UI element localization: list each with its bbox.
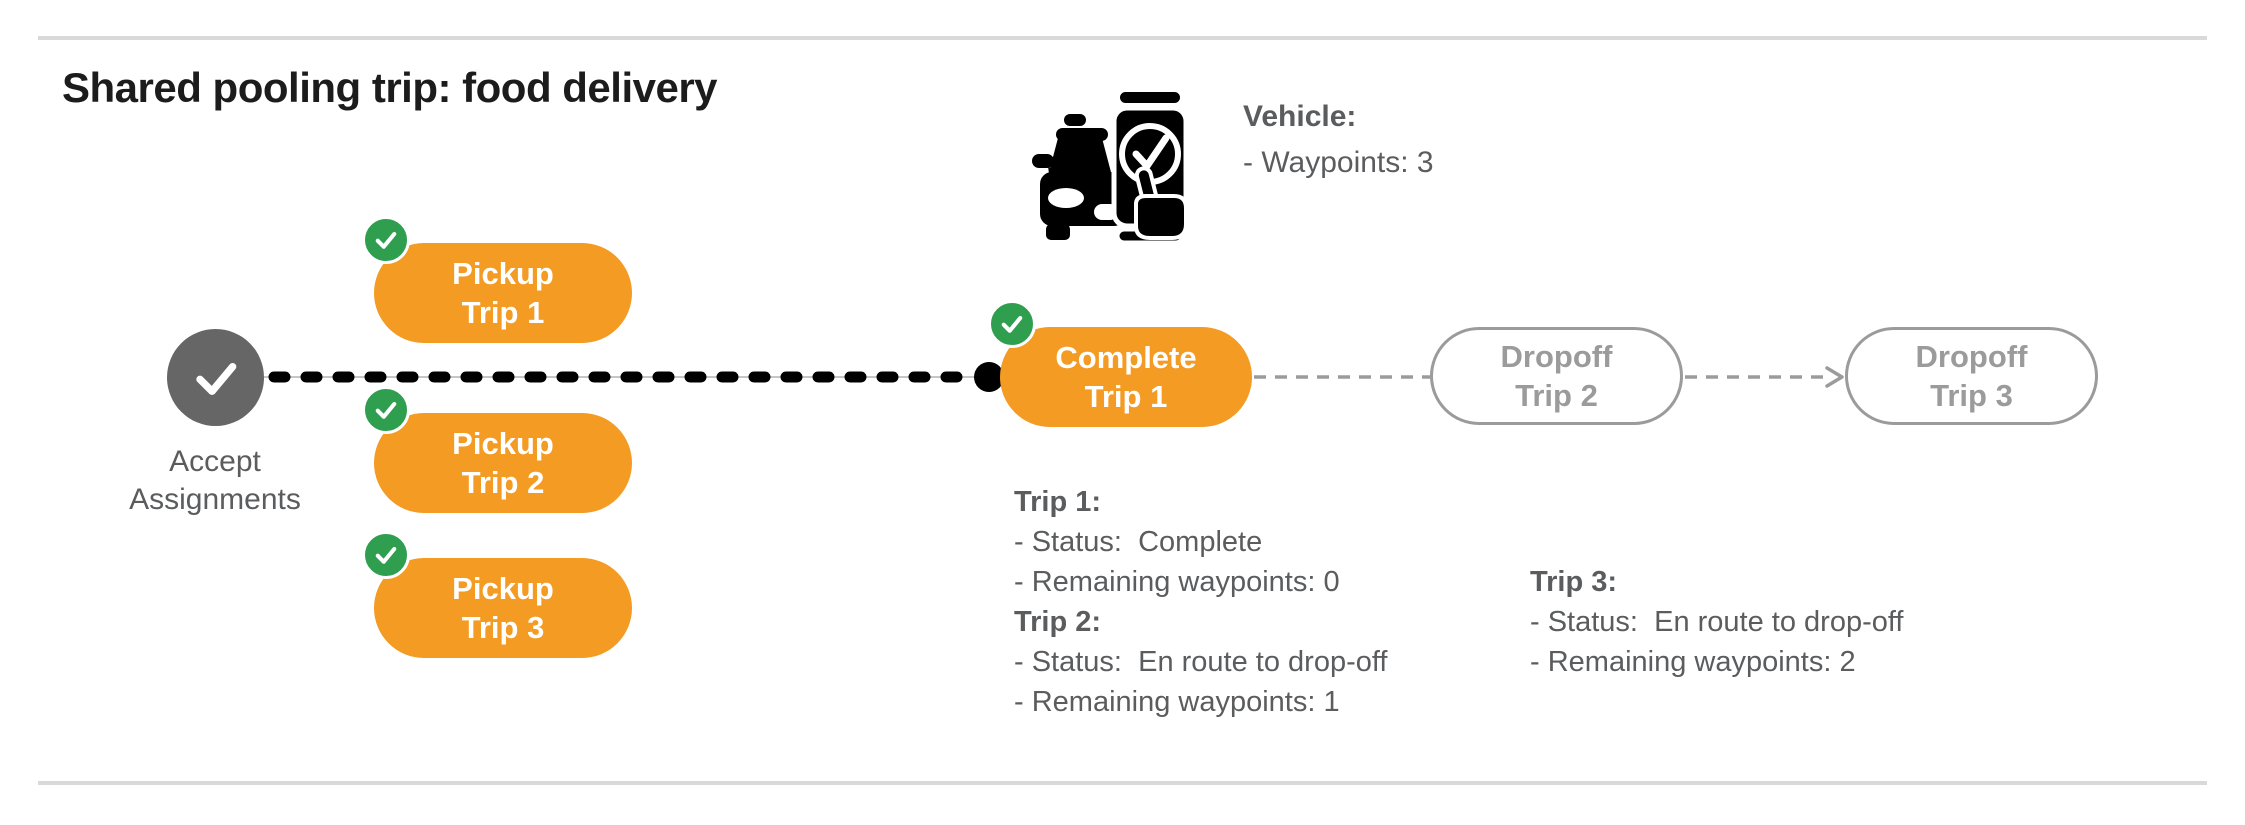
page-title: Shared pooling trip: food delivery — [62, 64, 718, 111]
trip2-waypoints: - Remaining waypoints: 1 — [1014, 686, 1340, 718]
car-glyph — [1032, 114, 1126, 240]
pill-label-line2: Trip 2 — [461, 465, 545, 500]
pill-label-line2: Trip 1 — [461, 295, 545, 330]
vehicle-waypoints: - Waypoints: 3 — [1243, 146, 1434, 179]
trip1-title: Trip 1: — [1014, 486, 1102, 518]
pill-label-line2: Trip 1 — [1084, 379, 1168, 414]
pill-label-line1: Dropoff — [1915, 339, 2028, 374]
accept-assignments-label: Accept Assignments — [85, 443, 345, 519]
trip-status-block-2: Trip 3: - Status: En route to drop-off -… — [1530, 562, 1903, 682]
connector-dropoff2-to-dropoff3 — [1685, 366, 1844, 388]
vehicle-label: Vehicle: — [1243, 100, 1357, 133]
trip3-status: - Status: En route to drop-off — [1530, 606, 1904, 638]
completed-check-badge — [362, 386, 410, 434]
node-pickup-trip-3: Pickup Trip 3 — [362, 531, 632, 658]
node-pickup-trip-2: Pickup Trip 2 — [362, 386, 632, 513]
pill-label-line1: Complete — [1055, 340, 1197, 375]
accept-label-line1: Accept — [169, 445, 261, 478]
connector-accept-to-complete — [264, 362, 1004, 392]
trip3-title: Trip 3: — [1530, 566, 1618, 598]
check-icon — [375, 546, 397, 564]
trip1-waypoints: - Remaining waypoints: 0 — [1014, 566, 1340, 598]
trip1-status: - Status: Complete — [1014, 526, 1263, 558]
pill-label-line1: Pickup — [452, 256, 554, 291]
pill-label-line2: Trip 3 — [1930, 378, 2013, 413]
pointing-hand-glyph — [1134, 166, 1188, 240]
vehicle-info: Vehicle: - Waypoints: 3 — [1243, 94, 1434, 186]
check-icon — [1001, 315, 1023, 333]
trip-status-block-1: Trip 1: - Status: Complete - Remaining w… — [1014, 482, 1387, 722]
completed-check-badge — [362, 531, 410, 579]
autonomous-car-phone-check-icon — [1032, 88, 1189, 244]
top-divider — [38, 36, 2207, 40]
completed-check-badge — [362, 216, 410, 264]
trip3-waypoints: - Remaining waypoints: 2 — [1530, 646, 1856, 678]
pill-label-line1: Dropoff — [1500, 339, 1613, 374]
node-pickup-trip-1: Pickup Trip 1 — [362, 216, 632, 343]
check-icon — [375, 231, 397, 249]
node-complete-trip-1: Complete Trip 1 — [988, 300, 1252, 427]
arrowhead — [1825, 366, 1844, 388]
connector-complete-to-dropoff2 — [1254, 375, 1430, 379]
check-icon — [195, 362, 236, 395]
pill-label-line2: Trip 2 — [1515, 378, 1598, 413]
bottom-divider — [38, 781, 2207, 785]
accept-label-line2: Assignments — [129, 483, 301, 516]
trip2-status: - Status: En route to drop-off — [1014, 646, 1388, 678]
pill-label-line2: Trip 3 — [461, 610, 545, 645]
check-icon — [375, 401, 397, 419]
pill-label-line1: Pickup — [452, 571, 554, 606]
pill-label-line1: Pickup — [452, 426, 554, 461]
completed-check-badge — [988, 300, 1036, 348]
accept-assignments-node — [167, 329, 264, 426]
trip2-title: Trip 2: — [1014, 606, 1102, 638]
node-dropoff-trip-2: Dropoff Trip 2 — [1430, 327, 1683, 425]
node-dropoff-trip-3: Dropoff Trip 3 — [1845, 327, 2098, 425]
waypoint-dot — [974, 362, 1004, 392]
